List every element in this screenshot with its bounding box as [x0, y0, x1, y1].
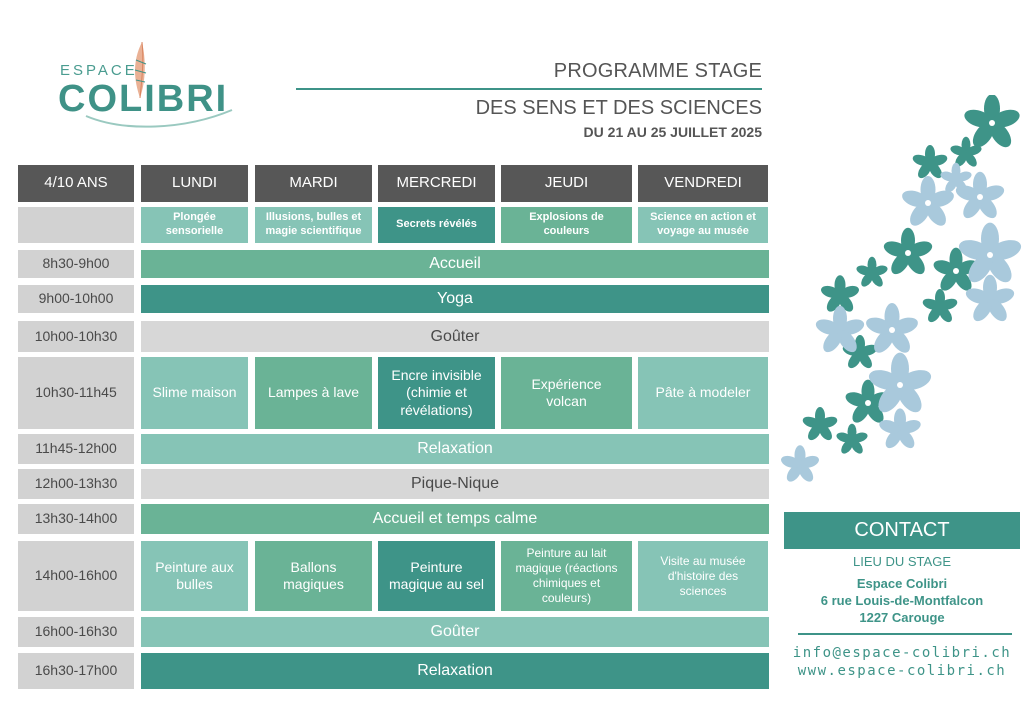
activity-mardi-morning: Lampes à lave [255, 357, 372, 429]
activity-accueil: Accueil [141, 250, 769, 278]
flowers-decoration-icon [780, 95, 1024, 485]
activity-relaxation-end: Relaxation [141, 653, 769, 689]
page-subtitle: DES SENS ET DES SCIENCES [475, 97, 762, 119]
contact-website[interactable]: www.espace-colibri.ch [797, 663, 1007, 679]
activity-mardi-afternoon: Ballons magiques [255, 541, 372, 611]
activity-relaxation: Relaxation [141, 434, 769, 464]
logo-swoosh-icon [85, 109, 233, 128]
time-slot: 11h45-12h00 [18, 434, 134, 464]
activity-accueil-calme: Accueil et temps calme [141, 504, 769, 534]
activity-mercredi-morning: Encre invisible (chimie et révélations) [378, 357, 495, 429]
activity-gouter: Goûter [141, 321, 769, 352]
theme-lundi: Plongée sensorielle [141, 207, 248, 243]
contact-email[interactable]: info@espace-colibri.ch [792, 645, 1012, 661]
logo-text-espace: ESPACE [60, 62, 138, 79]
contact-city: 1227 Carouge [859, 610, 945, 625]
age-header: 4/10 ANS [18, 165, 134, 202]
activity-lundi-morning: Slime maison [141, 357, 248, 429]
activity-vendredi-morning: Pâte à modeler [638, 357, 768, 429]
title-divider [296, 88, 762, 90]
activity-gouter-afternoon: Goûter [141, 617, 769, 647]
contact-block: LIEU DU STAGE Espace Colibri 6 rue Louis… [784, 554, 1020, 626]
time-slot: 9h00-10h00 [18, 285, 134, 313]
time-slot: 13h30-14h00 [18, 504, 134, 534]
logo: ESPACE COLIBRI [54, 40, 234, 132]
activity-mercredi-afternoon: Peinture magique au sel [378, 541, 495, 611]
page-title: PROGRAMME STAGE [553, 60, 762, 82]
time-slot: 16h00-16h30 [18, 617, 134, 647]
theme-mercredi: Secrets révélés [378, 207, 495, 243]
time-slot: 8h30-9h00 [18, 250, 134, 278]
activity-pique-nique: Pique-Nique [141, 469, 769, 499]
page-dates: DU 21 AU 25 JUILLET 2025 [583, 124, 762, 140]
activity-jeudi-afternoon: Peinture au lait magique (réactions chim… [501, 541, 632, 611]
time-slot: 10h30-11h45 [18, 357, 134, 429]
contact-title: CONTACT [784, 512, 1020, 549]
feather-icon [134, 41, 147, 99]
contact-street: 6 rue Louis-de-Montfalcon [820, 593, 984, 608]
contact-divider [798, 633, 1012, 635]
contact-lieu-label: LIEU DU STAGE [852, 554, 951, 569]
day-header-jeudi: JEUDI [501, 165, 632, 202]
activity-vendredi-afternoon: Visite au musée d'histoire des sciences [638, 541, 768, 611]
day-header-mercredi: MERCREDI [378, 165, 495, 202]
activity-yoga: Yoga [141, 285, 769, 313]
activity-lundi-afternoon: Peinture aux bulles [141, 541, 248, 611]
day-header-lundi: LUNDI [141, 165, 248, 202]
day-header-mardi: MARDI [255, 165, 372, 202]
contact-name: Espace Colibri [856, 576, 948, 591]
theme-row-blank [18, 207, 134, 243]
day-header-vendredi: VENDREDI [638, 165, 768, 202]
time-slot: 16h30-17h00 [18, 653, 134, 689]
time-slot: 10h00-10h30 [18, 321, 134, 352]
theme-jeudi: Explosions de couleurs [501, 207, 632, 243]
activity-jeudi-morning: Expérience volcan [501, 357, 632, 429]
theme-vendredi: Science en action et voyage au musée [638, 207, 768, 243]
time-slot: 14h00-16h00 [18, 541, 134, 611]
time-slot: 12h00-13h30 [18, 469, 134, 499]
theme-mardi: Illusions, bulles et magie scientifique [255, 207, 372, 243]
